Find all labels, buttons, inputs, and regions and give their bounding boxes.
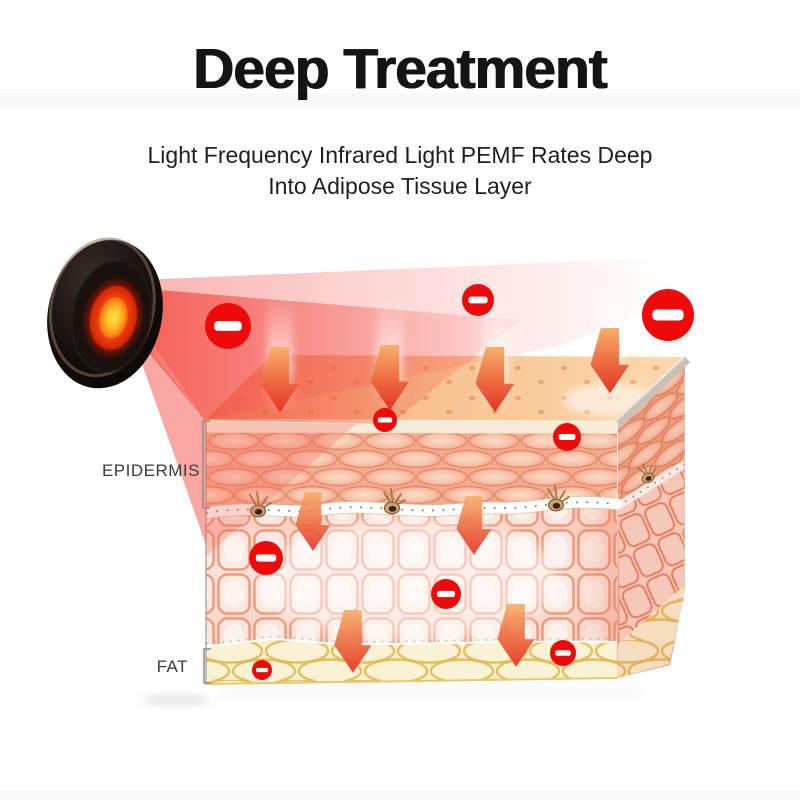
layer-brackets bbox=[202, 420, 211, 684]
skin-surface-strip bbox=[205, 420, 618, 434]
fat-label: FAT bbox=[156, 657, 188, 676]
background-band-bottom bbox=[0, 790, 800, 800]
fat-bracket bbox=[203, 648, 211, 684]
subtitle-line-2: Into Adipose Tissue Layer bbox=[268, 173, 532, 199]
epidermis-bracket bbox=[202, 420, 210, 509]
page-title: Deep Treatment bbox=[193, 37, 608, 101]
beam-front-tint bbox=[206, 421, 356, 556]
minus-circle-icon bbox=[249, 541, 283, 575]
epidermis-label: EPIDERMIS bbox=[101, 461, 200, 480]
basement-membrane bbox=[200, 485, 623, 520]
minus-circle-icon bbox=[431, 579, 461, 609]
minus-circle-icon bbox=[205, 303, 251, 349]
minus-circle-icon bbox=[252, 660, 272, 680]
minus-circle-icon bbox=[550, 640, 576, 666]
minus-circle-icon bbox=[553, 423, 581, 451]
minus-circle-icon bbox=[373, 408, 397, 432]
subtitle-line-1: Light Frequency Infrared Light PEMF Rate… bbox=[147, 142, 653, 168]
subtitle: Light Frequency Infrared Light PEMF Rate… bbox=[0, 140, 800, 202]
block-shadow bbox=[142, 686, 640, 706]
infrared-therapy-device-icon bbox=[47, 237, 163, 389]
penetration-arrows-above bbox=[260, 280, 630, 413]
minus-circle-icon bbox=[642, 289, 694, 341]
beam-lower-lobe bbox=[128, 324, 206, 545]
block-right-face bbox=[612, 355, 691, 678]
background-band-top bbox=[0, 93, 800, 108]
minus-circle-icon bbox=[462, 284, 494, 316]
